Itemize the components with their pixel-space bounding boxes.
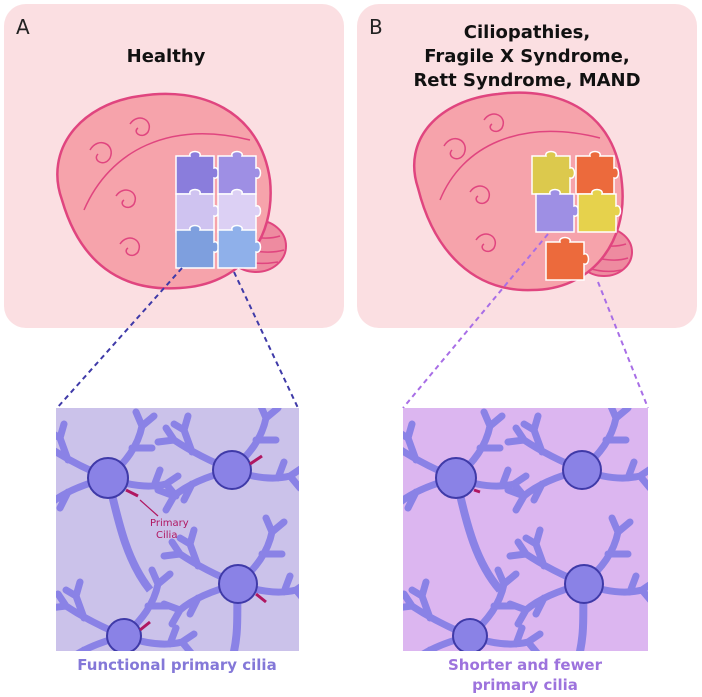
primary-cilium [125, 488, 139, 498]
primary-cilium [255, 592, 267, 604]
primary-cilium [249, 454, 263, 466]
puzzle-piece [535, 188, 580, 233]
puzzle-piece [575, 150, 620, 195]
zoom-lines-a [56, 267, 299, 409]
neuron-box-disease [403, 408, 648, 651]
annotation-cilia: Cilia [156, 530, 177, 541]
puzzle-piece [217, 224, 262, 269]
primary-cilium [473, 488, 481, 494]
neuron-soma [212, 450, 252, 490]
panel-a-title: Healthy [127, 46, 206, 67]
puzzle-healthy [175, 150, 262, 269]
panel-b-title-line-3: Rett Syndrome, MAND [413, 70, 640, 91]
panel-b-title-line-2: Fragile X Syndrome, [424, 46, 629, 67]
caption-healthy: Functional primary cilia [77, 656, 276, 674]
panel-a: A Healthy [4, 4, 344, 328]
puzzle-piece [217, 150, 262, 195]
panel-b-letter: B [369, 15, 383, 39]
annotation-line [139, 499, 159, 517]
puzzle-piece [545, 236, 590, 281]
caption-disease-line-1: Shorter and fewer [448, 656, 603, 674]
neuron-box-healthy: Primary Cilia [56, 408, 299, 651]
caption-disease-line-2: primary cilia [472, 676, 578, 694]
neuron-soma [452, 618, 488, 651]
panel-b-title-line-1: Ciliopathies, [464, 22, 590, 43]
annotation-primary: Primary [150, 518, 189, 529]
primary-cilium [139, 620, 151, 632]
puzzle-piece [531, 150, 576, 195]
neuron-soma [562, 450, 602, 490]
neuron-soma [87, 457, 129, 499]
puzzle-piece [175, 224, 220, 269]
puzzle-piece [577, 188, 622, 233]
neuron-soma [564, 564, 604, 604]
neuron-soma [435, 457, 477, 499]
panel-b: B Ciliopathies, Fragile X Syndrome, Rett… [357, 4, 697, 328]
zoom-lines-b [402, 233, 649, 409]
puzzle-piece [175, 150, 220, 195]
neuron-soma [218, 564, 258, 604]
panel-a-letter: A [16, 15, 30, 39]
neuron-soma [106, 618, 142, 651]
